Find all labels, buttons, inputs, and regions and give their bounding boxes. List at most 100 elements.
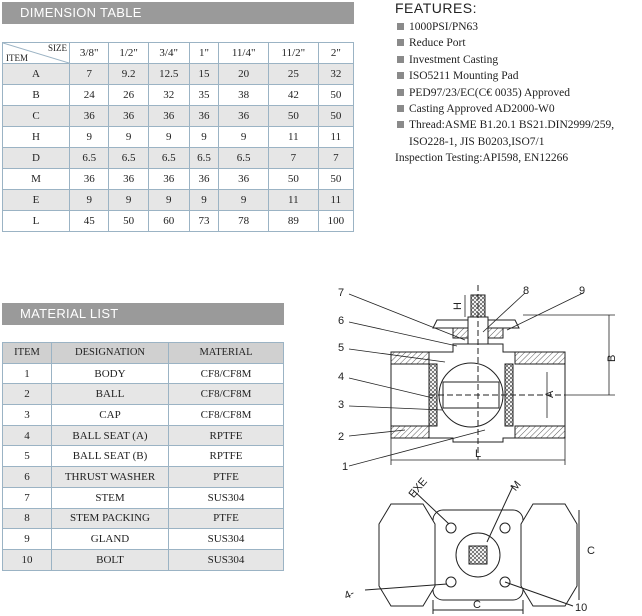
cell: 50 — [317, 84, 355, 106]
right-thread-top — [514, 351, 566, 365]
cell: 20 — [218, 63, 269, 85]
cell: 7 — [68, 63, 110, 85]
m-leader — [486, 485, 514, 543]
cell: 6.5 — [68, 147, 110, 169]
feature-item: Thread:ASME B1.20.1 BS21.DIN2999/259, — [395, 117, 642, 133]
c-right-label: C — [587, 545, 595, 557]
cell: 100 — [317, 210, 355, 232]
dimension-table-header: DIMENSION TABLE — [2, 2, 354, 24]
column-header: ITEM — [2, 342, 52, 364]
feature-text: PED97/23/EC(C€ 0035) Approved — [409, 86, 570, 99]
row-item: 10 — [2, 548, 52, 571]
cell: 6.5 — [188, 147, 220, 169]
cell: 6.5 — [218, 147, 269, 169]
cell: 9 — [147, 126, 190, 148]
bullet-square-icon — [397, 121, 404, 129]
bolt-hole — [445, 522, 457, 534]
designation: BODY — [51, 362, 169, 385]
bullet-square-icon — [397, 105, 404, 113]
material-table-header-row: ITEM DESIGNATION MATERIAL — [2, 342, 284, 364]
c-bottom-label: C — [473, 599, 481, 611]
4d-leader — [364, 583, 448, 591]
row-item: 5 — [2, 445, 52, 468]
feature-item: ISO5211 Mounting Pad — [395, 68, 642, 84]
designation: GLAND — [51, 528, 169, 550]
size-header: 1" — [188, 42, 220, 64]
features-block: FEATURES: 1000PSI/PN63 Reduce Port Inves… — [395, 0, 642, 167]
bullet-square-icon — [397, 23, 404, 30]
cell: 50 — [268, 168, 319, 190]
material: CF8/CF8M — [168, 404, 284, 426]
leader-10 — [504, 581, 574, 607]
material: RPTFE — [168, 424, 284, 447]
row-item: 6 — [2, 466, 52, 488]
cell: 36 — [68, 105, 110, 127]
cell: 50 — [317, 105, 355, 127]
callout-8: 8 — [523, 285, 529, 297]
row-item: C — [2, 105, 70, 127]
designation: STEM — [51, 486, 169, 509]
cell: 7 — [268, 147, 319, 169]
exe-leader — [412, 489, 450, 525]
cell: 36 — [218, 105, 269, 127]
right-hex-end — [520, 503, 578, 607]
material: CF8/CF8M — [168, 383, 284, 406]
cell: 11 — [317, 126, 355, 148]
bolt-hole — [445, 576, 457, 588]
stem-square — [468, 545, 488, 565]
cell: 35 — [188, 84, 220, 106]
feature-text: ISO5211 Mounting Pad — [409, 70, 519, 83]
cell: 73 — [188, 210, 220, 232]
leader-2 — [348, 429, 406, 437]
cell: 6.5 — [108, 147, 149, 169]
cell: 32 — [317, 63, 355, 85]
material: RPTFE — [168, 445, 284, 468]
row-item: 2 — [2, 383, 52, 406]
size-header: 3/8" — [68, 42, 110, 64]
cell: 89 — [268, 210, 319, 232]
cell: 36 — [188, 105, 220, 127]
callout-5: 5 — [338, 342, 344, 354]
material: PTFE — [168, 466, 284, 488]
material: SUS304 — [168, 528, 284, 550]
cell: 11 — [317, 189, 355, 211]
valve-section-view — [390, 285, 566, 460]
row-item: 8 — [2, 507, 52, 530]
row-item: 3 — [2, 404, 52, 426]
size-header: 11/2" — [268, 42, 319, 64]
cell: 9 — [147, 189, 190, 211]
right-thread-bottom — [514, 425, 566, 439]
feature-text: Reduce Port — [409, 37, 466, 50]
left-hex-end — [378, 503, 436, 607]
valve-top-view — [364, 485, 580, 614]
cell: 6.5 — [147, 147, 190, 169]
cell: 26 — [108, 84, 149, 106]
size-header: 2" — [317, 42, 355, 64]
feature-text: Casting Approved AD2000-W0 — [409, 103, 555, 116]
callout-6: 6 — [338, 315, 344, 327]
row-item: H — [2, 126, 70, 148]
leader-6 — [348, 321, 458, 347]
leader-4 — [348, 377, 434, 399]
designation: BOLT — [51, 548, 169, 571]
feature-text: Investment Casting — [409, 53, 499, 66]
material: PTFE — [168, 507, 284, 530]
cell: 9 — [218, 189, 269, 211]
row-item: D — [2, 147, 70, 169]
exe-label: EXE — [407, 476, 430, 501]
cell: 7 — [317, 147, 355, 169]
bullet-square-icon — [397, 55, 404, 63]
leader-9 — [506, 292, 584, 331]
